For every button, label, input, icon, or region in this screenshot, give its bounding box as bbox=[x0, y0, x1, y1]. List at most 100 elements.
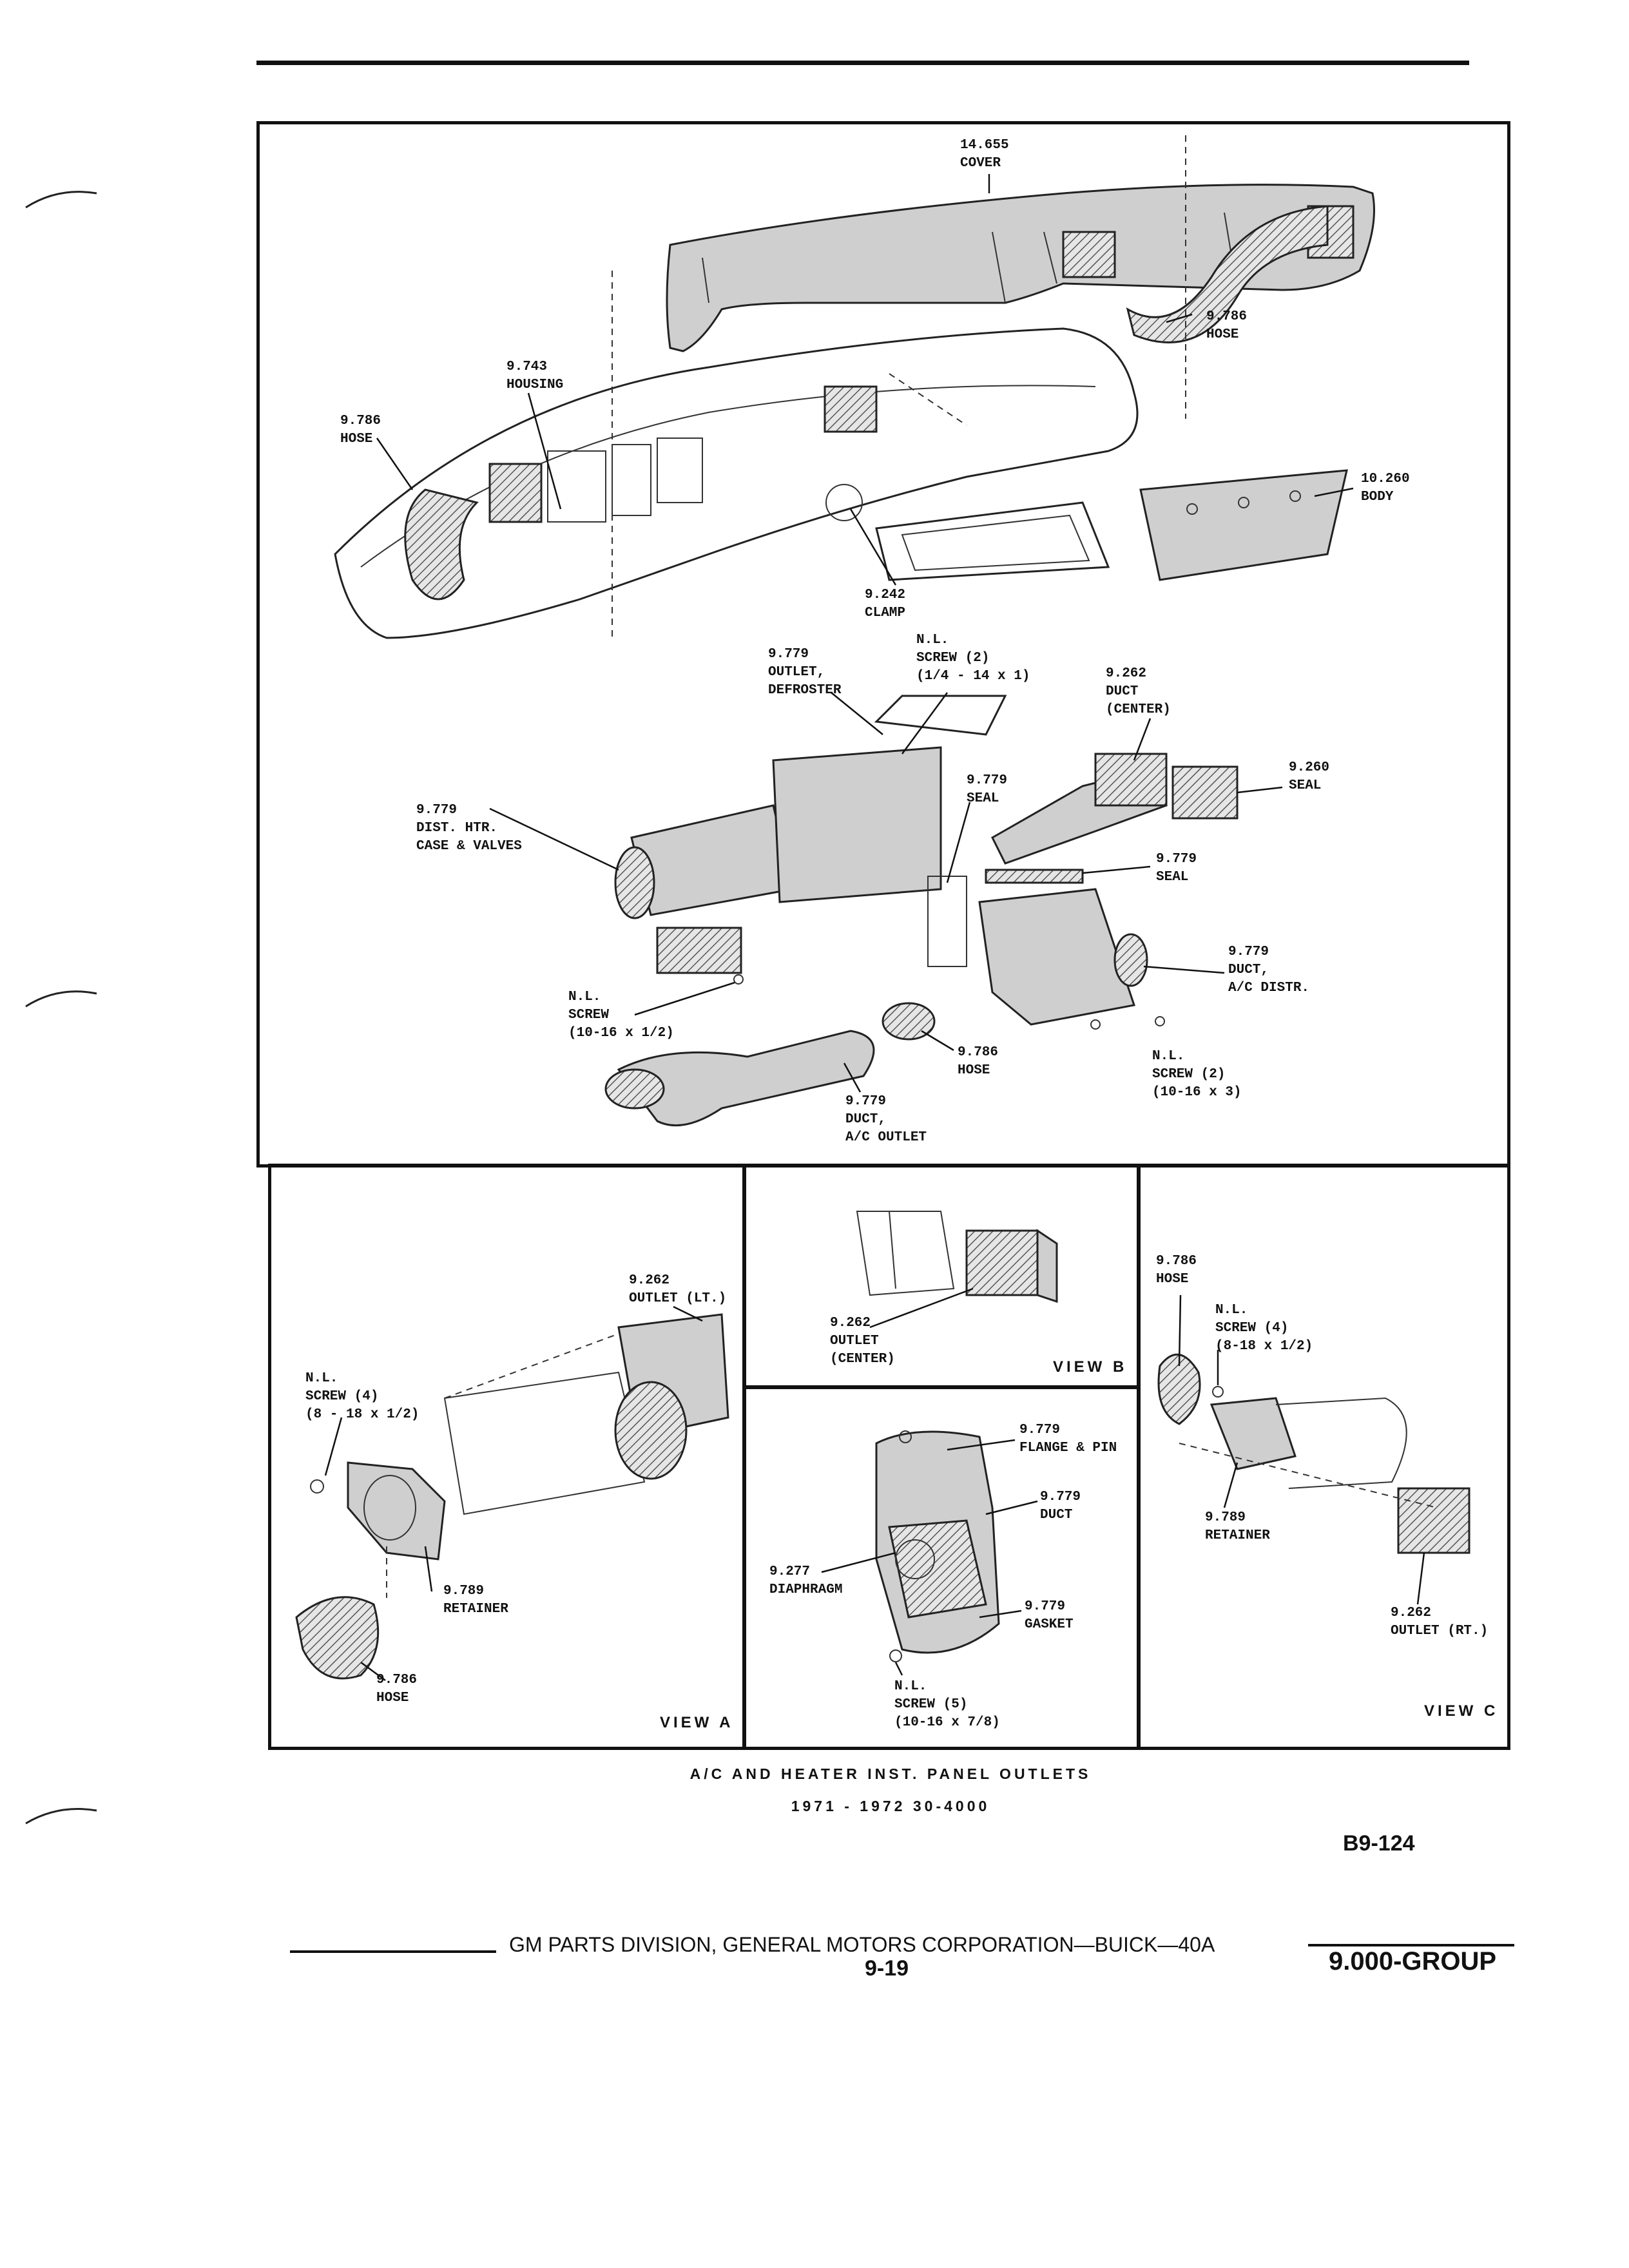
body-part bbox=[1139, 469, 1348, 581]
valve-block bbox=[656, 927, 742, 974]
label-screw-a: N.L. SCREW (4) (8 - 18 x 1/2) bbox=[305, 1371, 419, 1422]
label-seal-upper: 9.779 SEAL bbox=[967, 773, 1008, 806]
leader-line bbox=[1133, 718, 1152, 761]
ac-outlet-duct bbox=[617, 1030, 875, 1127]
label-retainer-c: 9.789 RETAINER bbox=[1205, 1510, 1270, 1543]
dash-panel bbox=[334, 327, 1139, 639]
leader-line bbox=[424, 1546, 433, 1592]
dist-htr-end bbox=[614, 846, 655, 919]
alignment-line bbox=[612, 135, 1186, 638]
glovebox bbox=[875, 501, 1110, 581]
dist-housing bbox=[772, 746, 942, 903]
view-b-tag: VIEW B bbox=[1053, 1358, 1128, 1376]
view-a-tag: VIEW A bbox=[660, 1714, 734, 1731]
diaphragm-plate bbox=[888, 1519, 987, 1619]
binder-mark bbox=[25, 990, 97, 1008]
leader-line bbox=[821, 1552, 896, 1573]
leader-line bbox=[979, 1610, 1022, 1619]
label-duct-ac-outlet: 9.779 DUCT, A/C OUTLET bbox=[845, 1094, 927, 1145]
leader-line bbox=[869, 1287, 974, 1329]
view-c-screw bbox=[1212, 1386, 1224, 1398]
view-c-tag: VIEW C bbox=[1424, 1702, 1499, 1720]
screw-part bbox=[1090, 1019, 1101, 1030]
leader-line bbox=[947, 1439, 1016, 1451]
leader-line bbox=[894, 1662, 903, 1676]
clamp-part bbox=[825, 484, 863, 521]
label-screw-14: N.L. SCREW (2) (1/4 - 14 x 1) bbox=[916, 633, 1030, 684]
label-outlet-center: 9.262 OUTLET (CENTER) bbox=[830, 1316, 895, 1367]
body-screw bbox=[1186, 503, 1198, 515]
binder-mark bbox=[25, 1808, 97, 1825]
label-screw-half: N.L. SCREW (10-16 x 1/2) bbox=[568, 990, 674, 1041]
view-a-duct bbox=[443, 1371, 646, 1515]
view-b-outlet bbox=[965, 1229, 1039, 1296]
label-body: 10.260 BODY bbox=[1361, 472, 1410, 505]
flange-pin bbox=[899, 1430, 912, 1443]
ac-distr-duct bbox=[978, 888, 1135, 1026]
defroster-outlet bbox=[874, 695, 1007, 736]
glovebox-inner bbox=[901, 514, 1090, 572]
label-retainer-a: 9.789 RETAINER bbox=[443, 1584, 508, 1617]
label-dist-htr: 9.779 DIST. HTR. CASE & VALVES bbox=[416, 803, 522, 854]
label-seal-right: 9.260 SEAL bbox=[1289, 760, 1330, 793]
label-screw-c: N.L. SCREW (4) (8-18 x 1/2) bbox=[1215, 1303, 1313, 1354]
diagram-subtitle: 1971 - 1972 30-4000 bbox=[791, 1798, 990, 1814]
leader-line bbox=[901, 692, 949, 754]
label-duct-center: 9.262 DUCT (CENTER) bbox=[1106, 666, 1171, 717]
leader-line bbox=[921, 1030, 954, 1052]
leader-line bbox=[1237, 786, 1283, 794]
seal-lower-part bbox=[985, 869, 1084, 884]
screw-part bbox=[1155, 1016, 1165, 1026]
view-a-frame bbox=[268, 1164, 746, 1750]
label-hose-c: 9.786 HOSE bbox=[1156, 1254, 1197, 1287]
footer-rule-left bbox=[290, 1950, 496, 1953]
center-vent-dash bbox=[824, 385, 878, 433]
cover-vent bbox=[1062, 231, 1116, 278]
leader-line bbox=[1166, 313, 1193, 323]
label-hose-top-right: 9.786 HOSE bbox=[1206, 309, 1248, 342]
label-screw-5: N.L. SCREW (5) (10-16 x 7/8) bbox=[894, 1679, 1000, 1730]
view-b-dash bbox=[856, 1211, 955, 1296]
leader-line bbox=[360, 1661, 386, 1682]
leader-line bbox=[1314, 487, 1354, 497]
footer-page-number: 9-19 bbox=[865, 1956, 909, 1981]
view-a-hose bbox=[295, 1596, 380, 1680]
label-screw-3: N.L. SCREW (2) (10-16 x 3) bbox=[1152, 1049, 1242, 1100]
footer-group: 9.000-GROUP bbox=[1329, 1947, 1497, 1975]
leader-line bbox=[1143, 965, 1225, 974]
top-rule bbox=[256, 61, 1469, 65]
body-screw bbox=[1289, 490, 1301, 502]
leader-line bbox=[634, 981, 735, 1016]
leader-line bbox=[489, 807, 619, 871]
label-hose-a: 9.786 HOSE bbox=[376, 1673, 418, 1706]
footer-rule-right bbox=[1308, 1944, 1514, 1946]
label-cover: 14.655 COVER bbox=[960, 138, 1009, 171]
leader-line bbox=[946, 802, 971, 883]
view-c-duct bbox=[1275, 1397, 1407, 1489]
ac-outlet-end bbox=[604, 1068, 665, 1110]
leader-line bbox=[843, 1062, 862, 1093]
view-a-retainer-hole bbox=[363, 1475, 416, 1541]
seal-upper-part bbox=[927, 876, 967, 967]
leader-line bbox=[527, 392, 562, 510]
cover-inner bbox=[702, 212, 1238, 303]
hose-mid-part bbox=[882, 1002, 936, 1041]
label-seal-lower: 9.779 SEAL bbox=[1156, 852, 1197, 885]
label-clamp: 9.242 CLAMP bbox=[865, 588, 906, 620]
binder-mark bbox=[25, 191, 97, 209]
leader-line bbox=[985, 1500, 1038, 1515]
screw-part bbox=[733, 974, 744, 985]
ac-distr-end bbox=[1113, 933, 1148, 987]
diaphragm-part bbox=[895, 1539, 935, 1579]
view-c-retainer bbox=[1210, 1397, 1296, 1470]
label-outlet-defroster: 9.779 OUTLET, DEFROSTER bbox=[768, 647, 842, 698]
diagram-title: A/C AND HEATER INST. PANEL OUTLETS bbox=[689, 1765, 1092, 1782]
label-diaphragm: 9.277 DIAPHRAGM bbox=[769, 1564, 843, 1597]
view-a-outlet-ring bbox=[614, 1381, 688, 1480]
view-a-retainer bbox=[347, 1461, 446, 1561]
label-duct-mid: 9.779 DUCT bbox=[1040, 1490, 1081, 1523]
cover-part bbox=[666, 184, 1375, 352]
label-hose-mid: 9.786 HOSE bbox=[958, 1045, 999, 1078]
leader-line bbox=[673, 1305, 703, 1322]
label-flange-pin: 9.779 FLANGE & PIN bbox=[1019, 1423, 1117, 1456]
